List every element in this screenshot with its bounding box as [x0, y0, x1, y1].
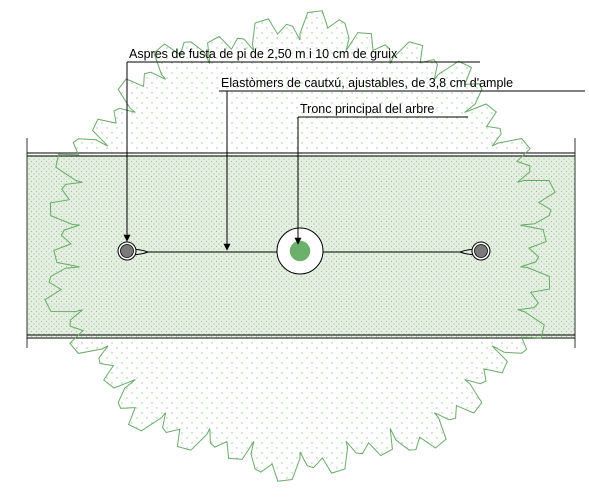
- trunk-label: Tronc principal del arbre: [300, 102, 434, 116]
- leader-elastomers: [219, 90, 585, 251]
- wooden-stake-right-icon: [471, 241, 491, 261]
- elastomers-label: Elastòmers de cautxú, ajustables, de 3,8…: [221, 76, 513, 90]
- leader-trunk: [294, 116, 468, 245]
- leader-stakes: [123, 61, 480, 242]
- canopy-outline: [44, 10, 556, 482]
- wooden-stake-left-icon: [117, 241, 137, 261]
- tree-trunk-icon: [276, 227, 324, 275]
- stakes-label: Aspres de fusta de pi de 2,50 m i 10 cm …: [129, 47, 398, 61]
